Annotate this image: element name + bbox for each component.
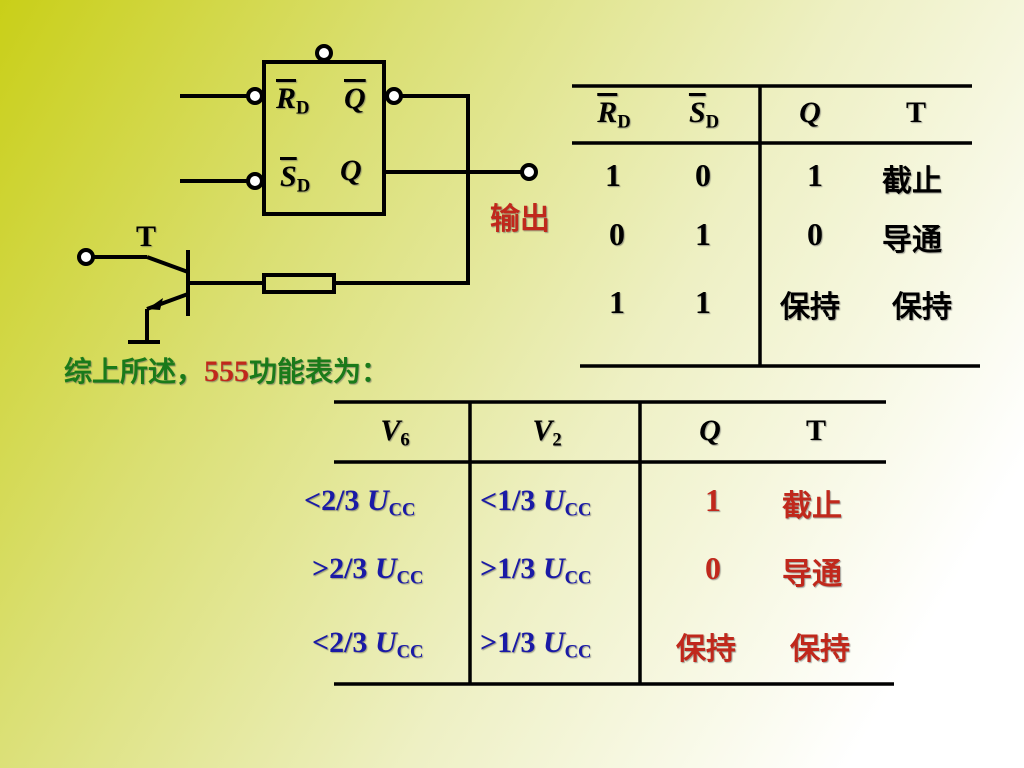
t1-r3-rd: 1 [609, 284, 625, 320]
t1-r1-sd: 0 [695, 157, 711, 193]
t1-header-sd: SD [688, 96, 720, 133]
summary-line: 综上所述，555功能表为： [64, 350, 389, 390]
t1-r2-sd: 1 [695, 216, 711, 252]
qbar-feed-wire [334, 94, 470, 285]
t1-r2-q: 0 [807, 216, 823, 252]
qbar-letter: Q [344, 82, 366, 115]
t1-r1-q: 1 [807, 157, 823, 193]
rd-letter: R [276, 82, 297, 115]
t1-r2-t: 导通 [882, 223, 942, 258]
t2-r1-t: 截止 [782, 489, 842, 524]
t1-r2-rd: 0 [609, 216, 625, 252]
t2-r1-v6: <2/3 UCC [304, 484, 416, 521]
sd-input-bubble [246, 172, 264, 190]
t1-r3-sd: 1 [695, 284, 711, 320]
t1-header-rd: RD [597, 96, 631, 133]
t2-header-t: T [805, 414, 826, 447]
t2-header-v6: V6 [380, 414, 410, 451]
t2-r1-q: 1 [705, 482, 721, 518]
t2-r3-q: 保持 [676, 632, 736, 667]
ff-top-bubble [315, 44, 333, 62]
t2-r1-v2: <1/3 UCC [480, 484, 592, 521]
t1-header-q: Q [799, 96, 821, 129]
t2-header-q: Q [699, 414, 721, 447]
sd-letter: S [280, 160, 297, 193]
ff-sd-label: SD [280, 160, 310, 198]
t2-r2-v2: >1/3 UCC [480, 552, 592, 589]
t2-r2-v6: >2/3 UCC [312, 552, 424, 589]
t1-r3-q: 保持 [780, 290, 840, 325]
ff-qbar-label: Q [344, 82, 366, 116]
collector-terminal [77, 248, 95, 266]
t2-header-v2: V2 [532, 414, 562, 451]
qbar-output-bubble [385, 87, 403, 105]
rd-input-bubble [246, 87, 264, 105]
t2-r3-v2: >1/3 UCC [480, 626, 592, 663]
output-label: 输出 [490, 202, 550, 237]
t1-r1-t: 截止 [882, 164, 942, 199]
q-letter: Q [340, 154, 362, 187]
summary-number: 555 [204, 355, 250, 388]
ff-q-label: Q [340, 154, 362, 188]
t1-header-t: T [905, 96, 926, 129]
sd-sub: D [296, 175, 311, 197]
collector-diagonal [146, 255, 189, 274]
emitter-arrow [147, 298, 163, 310]
t2-r3-t: 保持 [790, 632, 850, 667]
t2-r3-v6: <2/3 UCC [312, 626, 424, 663]
t1-r3-t: 保持 [892, 290, 952, 325]
base-resistor [262, 273, 336, 294]
ff-rd-label: RD [276, 82, 309, 120]
t2-r2-q: 0 [705, 550, 721, 586]
transistor-label: T [136, 220, 157, 253]
t2-r2-t: 导通 [782, 557, 842, 592]
output-terminal [520, 163, 538, 181]
summary-prefix: 综上所述， [64, 355, 205, 388]
summary-suffix: 功能表为： [249, 355, 390, 388]
rd-sub: D [296, 97, 310, 119]
t1-r1-rd: 1 [605, 157, 621, 193]
